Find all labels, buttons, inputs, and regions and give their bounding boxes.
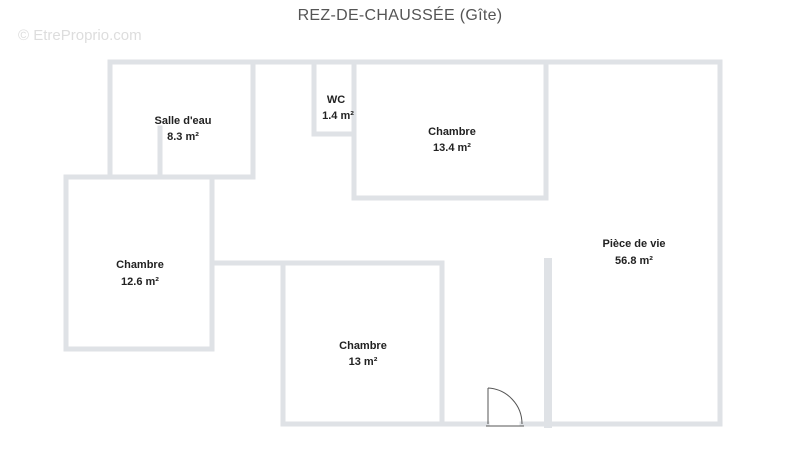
room-chambre-3: Chambre 13 m²	[339, 340, 387, 368]
room-wc: WC 1.4 m²	[322, 94, 354, 122]
watermark: © EtreProprio.com	[18, 27, 142, 44]
plan-title: REZ-DE-CHAUSSÉE (Gîte)	[298, 5, 503, 24]
wall-chambre-top	[351, 59, 549, 201]
wall-top-left	[107, 59, 723, 427]
room-area: 12.6 m²	[121, 276, 159, 288]
room-name: Salle d'eau	[154, 115, 211, 127]
room-area: 13 m²	[349, 356, 378, 368]
room-name: Pièce de vie	[603, 238, 666, 250]
door-swing-arc	[487, 387, 523, 425]
room-piece-de-vie: Pièce de vie 56.8 m²	[603, 238, 666, 267]
room-area: 56.8 m²	[615, 255, 653, 267]
room-name: Chambre	[116, 259, 164, 271]
room-area: 1.4 m²	[322, 110, 354, 122]
entrance-door	[486, 387, 524, 427]
wall-wc	[311, 59, 357, 137]
room-name: Chambre	[339, 340, 387, 352]
walls	[63, 59, 723, 428]
room-name: WC	[327, 94, 345, 106]
room-name: Chambre	[428, 126, 476, 138]
room-area: 13.4 m²	[433, 142, 471, 154]
room-area: 8.3 m²	[167, 131, 199, 143]
room-salle-deau: Salle d'eau 8.3 m²	[154, 115, 211, 143]
room-chambre-2: Chambre 12.6 m²	[116, 259, 164, 288]
room-chambre-1: Chambre 13.4 m²	[428, 126, 476, 154]
